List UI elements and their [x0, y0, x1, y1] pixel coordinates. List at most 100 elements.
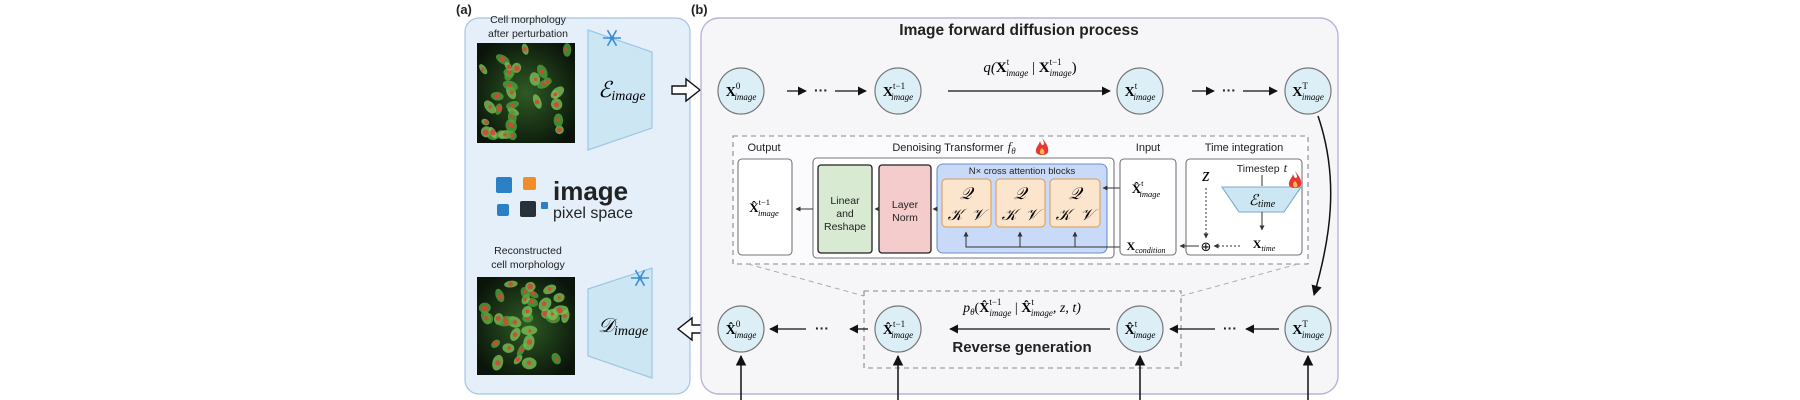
logo-word: image — [553, 176, 628, 206]
linear-line1: Linear — [830, 195, 860, 207]
cell-nucleus — [514, 65, 520, 72]
image-encoder-block — [587, 29, 653, 151]
cell-nucleus — [494, 93, 500, 99]
logo-square-blue-large — [496, 177, 512, 193]
cell-nucleus — [489, 129, 496, 136]
cell-nucleus — [527, 339, 533, 345]
cell-nucleus — [562, 314, 567, 318]
cell-nucleus — [503, 132, 507, 137]
time-embedding-node: Xtime — [1253, 237, 1276, 253]
svg-text:𝒬: 𝒬 — [1014, 184, 1029, 203]
svg-text:𝒬: 𝒬 — [960, 184, 975, 203]
linear-line2: and — [836, 208, 854, 220]
input-box — [1119, 158, 1177, 256]
linear-line3: Reshape — [824, 221, 866, 233]
cell-nucleus — [557, 296, 561, 300]
cell-nucleus — [488, 105, 492, 109]
reconstructed-cell-image — [477, 277, 575, 375]
output-box — [737, 158, 793, 256]
time-encoder-symbol: ℰtime — [1249, 193, 1276, 210]
cell-nucleus — [539, 69, 544, 74]
panel-b-label: (b) — [691, 2, 708, 17]
condition-feed-lines — [963, 231, 1146, 248]
cell-nucleus — [483, 316, 489, 321]
cross-attention-label: N× cross attention blocks — [969, 166, 1076, 177]
logo-square-blue-small — [497, 204, 509, 216]
cell-nucleus — [495, 360, 501, 366]
cell-nucleus — [512, 319, 518, 325]
cell-nucleus — [545, 79, 550, 84]
input-cell-image — [477, 43, 575, 143]
cell-nucleus — [556, 118, 560, 122]
cell-nucleus — [529, 299, 534, 304]
forward-to-reverse-arrow — [1311, 115, 1332, 297]
cell-nucleus — [481, 305, 488, 312]
cell-nucleus — [508, 281, 514, 287]
flame-icon — [1288, 171, 1302, 188]
cell-nucleus — [553, 92, 558, 97]
logo-sub: pixel space — [553, 205, 633, 222]
cell-nucleus — [553, 102, 560, 108]
cell-nucleus — [527, 283, 533, 290]
cell-nucleus — [496, 105, 503, 112]
time-integration-label: Time integration — [1205, 142, 1283, 154]
cell-nucleus — [507, 70, 512, 75]
forward-dots-2: ··· — [1222, 82, 1236, 98]
decoder-symbol: 𝒟image — [598, 315, 648, 339]
z-symbol: z — [1201, 165, 1210, 186]
cell-nucleus — [556, 307, 563, 314]
cell-nucleus — [554, 357, 559, 361]
cell-nucleus — [507, 346, 512, 350]
cell-nucleus — [502, 317, 509, 324]
oplus-symbol: ⊕ — [1201, 240, 1212, 255]
cell-nucleus — [495, 315, 501, 321]
cell-nucleus — [497, 293, 503, 300]
forward-dots-1: ··· — [814, 82, 828, 98]
flame-icon — [1035, 138, 1049, 155]
cell-nucleus — [519, 348, 524, 353]
cell-nucleus — [482, 129, 489, 136]
cell-nucleus — [499, 56, 505, 62]
cell-nucleus — [541, 301, 547, 307]
zoom-line-right — [1180, 263, 1299, 297]
cell-nucleus — [507, 82, 512, 88]
reverse-dots-1: ··· — [1223, 320, 1237, 336]
cell-nucleus — [508, 122, 514, 128]
cell-nucleus — [481, 68, 485, 72]
cell-nucleus — [510, 114, 514, 119]
cell-nucleus — [547, 287, 552, 291]
encoder-symbol: ℰimage — [598, 77, 646, 104]
linear-reshape-block — [817, 164, 873, 254]
cell-nucleus — [484, 120, 489, 125]
snowflake-icon — [631, 269, 649, 287]
cell-nucleus — [525, 316, 530, 321]
encode-hollow-arrow — [671, 77, 702, 103]
attention-block-3: 𝒬 𝒦 𝒱 — [1049, 178, 1101, 228]
top-caption-line1: Cell morphology — [490, 14, 567, 26]
cell-nucleus — [556, 127, 562, 133]
cell-nucleus — [509, 90, 514, 95]
image-decoder-block — [587, 267, 653, 379]
reverse-generation-title: Reverse generation — [952, 339, 1091, 356]
cell-nucleus — [510, 102, 515, 108]
attention-block-2: 𝒬 𝒦 𝒱 — [995, 178, 1046, 228]
norm-line1: Layer — [892, 199, 919, 211]
